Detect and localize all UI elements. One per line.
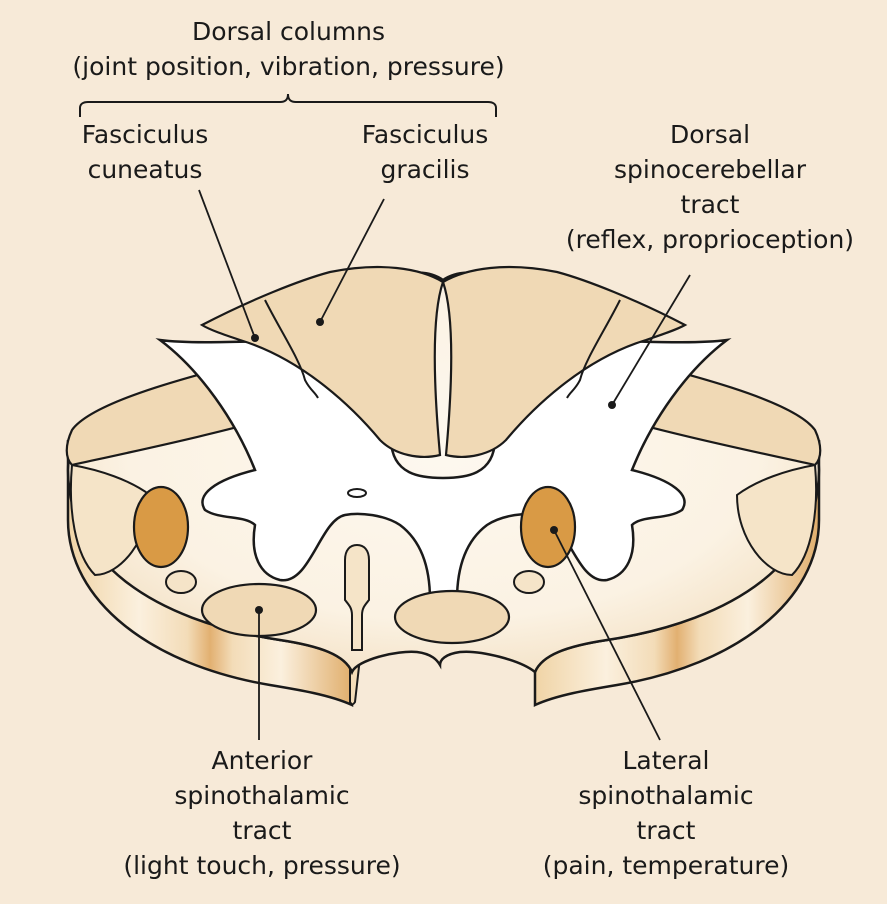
label-fasciculus-cuneatus: Fasciculus cuneatus (81, 120, 209, 184)
label-dorsal-spinocerebellar-tract: Dorsal spinocerebellar tract (reflex, pr… (565, 120, 855, 254)
label-dorsal-columns: Dorsal columns (joint position, vibratio… (72, 17, 505, 81)
dot-gracilis (316, 318, 324, 326)
lateral-spinothalamic-tract-right (519, 485, 577, 569)
label-anterior-spinothalamic-tract: Anterior spinothalamic tract (light touc… (123, 746, 401, 880)
label-lateral-spinothalamic-tract: Lateral spinothalamic tract (pain, tempe… (542, 746, 790, 880)
central-canal (347, 488, 367, 498)
dot-cuneatus (251, 334, 259, 342)
leader-lateral-spinothalamic (553, 529, 661, 741)
leader-lines (198, 189, 691, 741)
grey-matter (155, 338, 732, 602)
leader-gracilis (319, 198, 385, 323)
ventral-tract-right (735, 463, 818, 577)
dot-dorsal-spinocerebellar (608, 401, 616, 409)
lateral-spinothalamic-tract-left (132, 485, 190, 569)
dorsal-intermediate-septum-right (566, 299, 621, 399)
leader-cuneatus (198, 189, 256, 339)
dot-lateral-spinothalamic (550, 526, 558, 534)
dorsal-intermediate-septum-left (264, 299, 319, 399)
ventral-small-circle-right (513, 570, 545, 594)
dot-anterior-spinothalamic (255, 606, 263, 614)
ventral-tract-left (69, 463, 152, 577)
dorsal-column-right (441, 265, 688, 458)
leader-dorsal-spinocerebellar (611, 274, 691, 406)
anterior-spinothalamic-tract-right (393, 589, 511, 645)
dorsal-column-left (199, 265, 445, 458)
ventral-small-circle-left (165, 570, 197, 594)
label-fasciculus-gracilis: Fasciculus gracilis (361, 120, 489, 184)
leader-dots (251, 318, 616, 614)
dorsal-columns-bracket (79, 93, 497, 117)
anterior-median-fissure (344, 543, 370, 651)
